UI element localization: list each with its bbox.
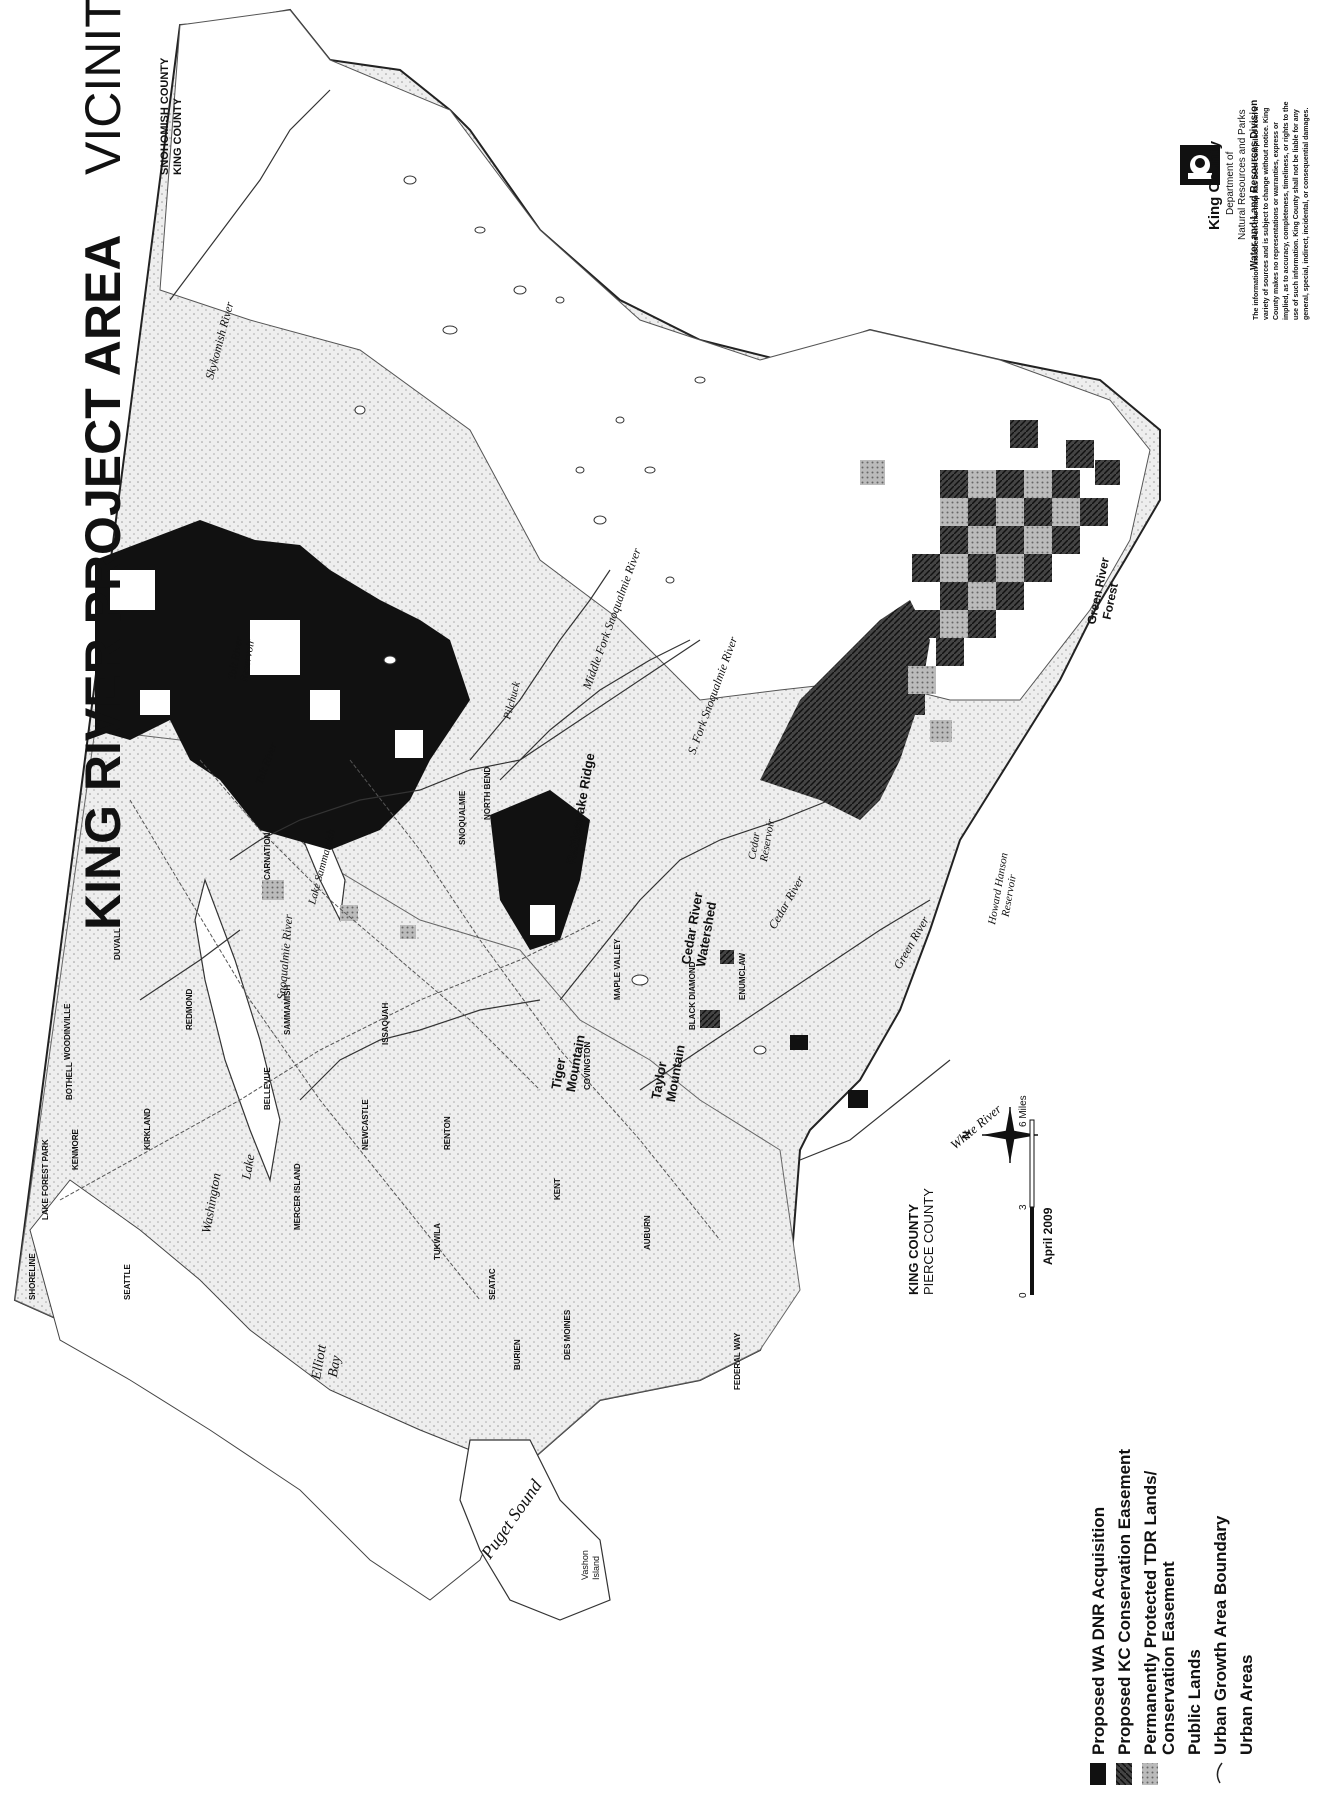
rivers	[139, 89, 951, 1161]
city-redmond: REDMOND	[185, 988, 194, 1030]
city-bothell: BOTHELL	[65, 1062, 74, 1100]
city-maple-valley: MAPLE VALLEY	[613, 938, 622, 1000]
pierce-county-label: PIERCE COUNTY	[921, 1188, 936, 1295]
disclaimer-line-2: variety of sources and is subject to cha…	[1263, 108, 1270, 320]
city-north-bend: NORTH BEND	[483, 766, 492, 820]
map-title-light: VICINITY MAP	[75, 0, 131, 175]
city-carnation: CARNATION	[263, 832, 272, 880]
city-kent: KENT	[553, 1178, 562, 1200]
legend-label-dnr: Proposed WA DNR Acquisition	[1089, 1507, 1108, 1755]
legend-swatch-tdr	[1142, 1763, 1158, 1785]
city-bellevue: BELLEVUE	[263, 1067, 272, 1110]
city-duvall: DUVALL	[113, 928, 122, 960]
king-county-label-top: KING COUNTY	[172, 97, 184, 175]
city-labels: SHORELINE LAKE FOREST PARK KENMORE BOTHE…	[28, 766, 747, 1390]
city-lake-forest-park: LAKE FOREST PARK	[41, 1139, 50, 1220]
legend-label-uga: Urban Growth Area Boundary	[1211, 1515, 1230, 1755]
lake-washington	[194, 877, 281, 1183]
legend-label-kc-easement: Proposed KC Conservation Easement	[1115, 1449, 1134, 1755]
city-covington: COVINGTON	[583, 1041, 592, 1090]
legend-label-public-lands: Public Lands	[1185, 1649, 1204, 1755]
place-cedar-reservoir-1: Cedar	[746, 831, 763, 861]
legend-swatch-kc-easement	[1116, 1763, 1132, 1785]
place-elliott-bay-2: Bay	[326, 1354, 345, 1379]
city-burien: BURIEN	[513, 1339, 522, 1370]
disclaimer: The information included on this map has…	[1253, 101, 1310, 320]
legend-swatch-dnr	[1090, 1763, 1106, 1785]
city-newcastle: NEWCASTLE	[361, 1099, 370, 1150]
place-elliott-bay-1: Elliott	[309, 1343, 330, 1382]
scale-label-0: 0	[1018, 1292, 1029, 1298]
map-date: April 2009	[1041, 1207, 1055, 1265]
place-vashon-island-2: Island	[591, 1556, 601, 1580]
highways	[59, 759, 721, 1301]
legend-label-tdr-1: Permanently Protected TDR Lands/	[1141, 1470, 1160, 1755]
north-label: N	[961, 1131, 973, 1139]
king-county-label-bottom: KING COUNTY	[906, 1204, 921, 1295]
agency-dept-1: Department of	[1225, 151, 1236, 215]
city-issaquah: ISSAQUAH	[381, 1003, 390, 1045]
city-kenmore: KENMORE	[71, 1128, 80, 1170]
disclaimer-line-3: County makes no representations or warra…	[1273, 122, 1280, 320]
city-federal-way: FEDERAL WAY	[733, 1332, 742, 1390]
city-auburn: AUBURN	[643, 1215, 652, 1250]
place-tiger-mountain-1: Tiger	[548, 1057, 568, 1091]
snohomish-county-label: SNOHOMISH COUNTY	[159, 57, 171, 175]
agency-dept-3: Water and Land Resources Division	[1249, 100, 1260, 270]
city-kirkland: KIRKLAND	[143, 1108, 152, 1150]
place-white-river: White River	[947, 1101, 1005, 1153]
king-county-logo-icon	[1180, 145, 1220, 185]
city-tukwila: TUKWILA	[433, 1223, 442, 1260]
city-des-moines: DES MOINES	[563, 1309, 572, 1360]
place-taylor-mountain-1: Taylor	[648, 1060, 669, 1100]
agency-name: King County	[1206, 140, 1223, 230]
disclaimer-line-5: use of such information. King County sha…	[1293, 109, 1300, 320]
tdr-protected-lands	[262, 460, 1080, 939]
scale-label-6: 6 Miles	[1018, 1095, 1029, 1127]
map-title-bold: KING RIVER PROJECT AREA	[75, 235, 131, 930]
city-renton: RENTON	[443, 1116, 452, 1150]
city-seatac: SEATAC	[488, 1268, 497, 1300]
city-seattle: SEATTLE	[123, 1263, 132, 1300]
disclaimer-line-1: The information included on this map has…	[1253, 107, 1260, 320]
agency-dept-2: Natural Resources and Parks	[1237, 109, 1248, 240]
disclaimer-line-6: general, special, indirect, incidental, …	[1303, 108, 1310, 320]
legend-label-tdr-2: Conservation Easement	[1159, 1561, 1178, 1755]
dnr-acquisition-parcels	[95, 520, 868, 1108]
legend-label-urban-areas: Urban Areas	[1237, 1655, 1256, 1755]
city-shoreline: SHORELINE	[28, 1253, 37, 1300]
scale-label-3: 3	[1018, 1204, 1029, 1210]
small-lakes	[354, 175, 767, 1055]
city-snoqualmie: SNOQUALMIE	[458, 790, 467, 845]
legend-swatch-uga-line	[1216, 1762, 1223, 1784]
disclaimer-line-4: implied, as to accuracy, completeness, t…	[1283, 101, 1290, 320]
agency-block: King County Department of Natural Resour…	[1180, 100, 1260, 270]
kc-conservation-easement	[700, 420, 1120, 1028]
north-arrow: N	[961, 1107, 1038, 1163]
city-black-diamond: BLACK DIAMOND	[688, 961, 697, 1030]
place-lake-washington-1: Lake	[238, 1153, 257, 1182]
city-sammamish: SAMMAMISH	[283, 985, 292, 1035]
place-vashon-island-1: Vashon	[580, 1550, 590, 1580]
legend: Proposed WA DNR Acquisition Proposed KC …	[1089, 1449, 1256, 1785]
city-woodinville: WOODINVILLE	[63, 1003, 72, 1060]
scale-bar: 0 3 6 Miles April 2009	[1018, 1095, 1055, 1298]
city-enumclaw: ENUMCLAW	[738, 952, 747, 1000]
vashon-island	[459, 1439, 611, 1621]
city-mercer-island: MERCER ISLAND	[293, 1163, 302, 1230]
